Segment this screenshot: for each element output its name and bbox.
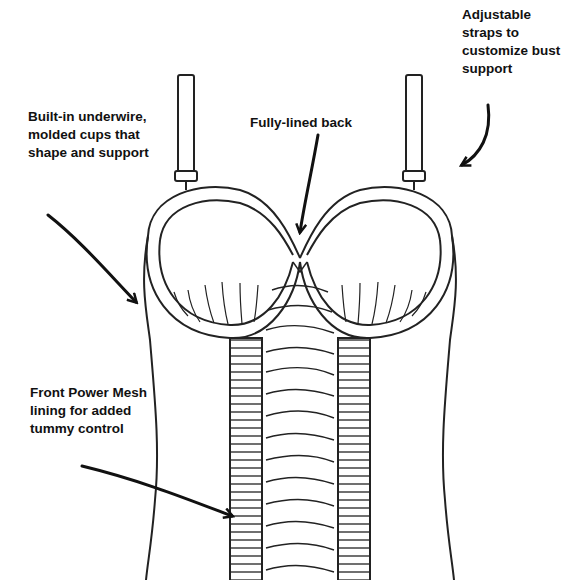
callout-label: Front Power Mesh lining for added tummy …	[30, 384, 155, 438]
callout-label: Fully-lined back	[250, 114, 390, 132]
callout-label: Adjustable straps to customize bust supp…	[462, 6, 562, 78]
callout-label: Built-in underwire, molded cups that sha…	[28, 108, 163, 162]
leader-arrow	[48, 215, 136, 302]
leader-arrow	[462, 105, 489, 165]
leader-arrow	[300, 135, 318, 232]
leader-arrow	[82, 466, 232, 516]
